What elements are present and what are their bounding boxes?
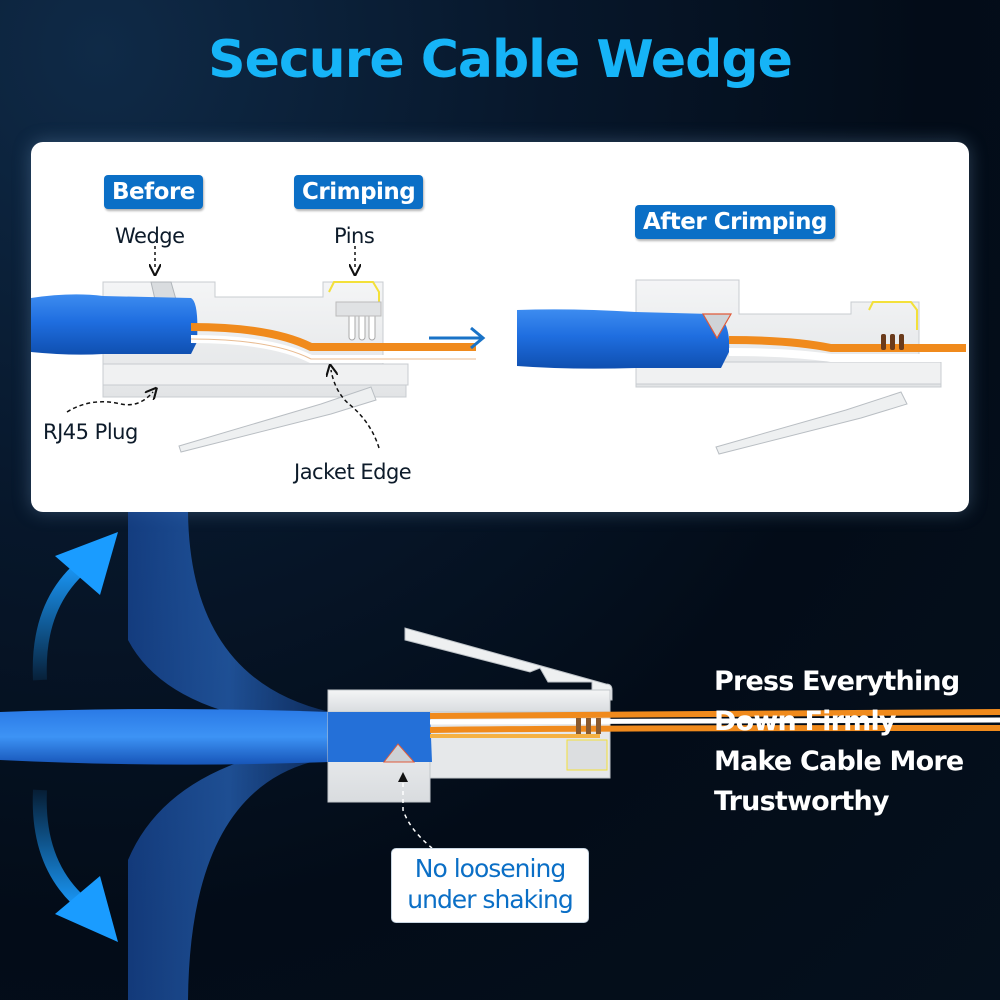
jacket-edge-pointer [331,370,380,449]
pins-label: Pins [334,224,375,248]
comparison-panel: Before Crimping After Crimping Wedge Pin… [31,142,969,512]
flex-down-arrow-icon [32,789,118,942]
benefit-line-2: Down Firmly [714,706,897,737]
rj45-plug-label: RJ45 Plug [43,420,138,444]
after-crimping-tag: After Crimping [635,205,836,239]
callout-pointer [402,775,433,849]
right-arrow-icon [429,326,486,350]
benefit-line-1: Press Everything [714,666,960,697]
horizontal-cable [0,709,330,765]
after-plug-illustration [517,279,966,455]
before-plug-illustration [31,281,476,453]
before-tag: Before [104,175,203,209]
callout-line-2: under shaking [407,885,574,914]
rj45-pointer [66,392,153,413]
benefit-line-3: Make Cable More [714,746,964,777]
page-title: Secure Cable Wedge [208,30,793,90]
plug-comparison-illustration [31,246,966,455]
bent-cable-down [128,742,330,1000]
wedge-label: Wedge [115,224,185,248]
jacket-edge-label: Jacket Edge [294,460,412,484]
crimping-tag: Crimping [294,175,424,209]
no-loosening-callout: No loosening under shaking [391,848,589,923]
benefit-line-4: Trustworthy [714,786,890,817]
flex-up-arrow-icon [32,532,118,681]
callout-line-1: No loosening [414,854,566,883]
bent-cable-up [128,512,330,728]
benefit-text: Press Everything Down Firmly Make Cable … [714,662,964,822]
